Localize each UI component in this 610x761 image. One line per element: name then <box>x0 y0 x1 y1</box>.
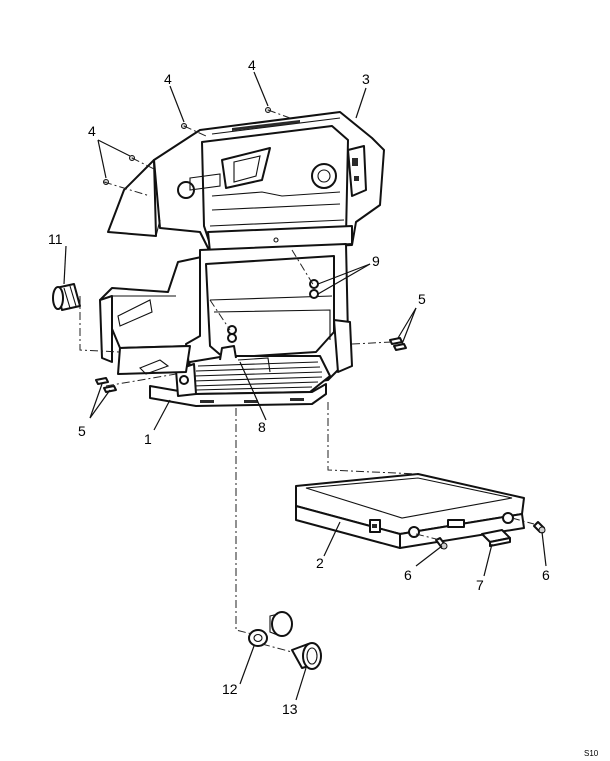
rivets-part-5-right <box>389 337 407 351</box>
callout-6a: 6 <box>404 567 412 583</box>
callout-13: 13 <box>282 701 298 717</box>
connector-part-7 <box>481 529 511 547</box>
handle-part-8 <box>219 345 237 361</box>
rivets-part-5-left <box>95 377 117 393</box>
callout-8: 8 <box>258 419 266 435</box>
callout-7: 7 <box>476 577 484 593</box>
callout-11: 11 <box>48 231 63 247</box>
callout-4c: 4 <box>88 123 96 139</box>
callout-1: 1 <box>144 431 152 447</box>
callout-9: 9 <box>372 253 380 269</box>
leader-lines <box>63 71 547 701</box>
callout-5a: 5 <box>418 291 426 307</box>
grommet-part-12 <box>248 611 293 647</box>
callout-12: 12 <box>222 681 238 697</box>
fastener-9-left-icon <box>227 325 237 335</box>
callout-5b: 5 <box>78 423 86 439</box>
plug-part-11 <box>52 283 81 311</box>
floor-grille <box>192 361 323 391</box>
bottom-plate-part-2 <box>295 473 525 549</box>
right-boss-icon <box>311 163 337 189</box>
callout-4b: 4 <box>248 57 256 73</box>
callout-4a: 4 <box>164 71 172 87</box>
screw-part-6b <box>533 521 546 534</box>
upper-hood <box>107 111 385 253</box>
callouts: 4 4 4 3 11 9 5 5 1 8 2 6 6 7 12 13 <box>48 57 550 717</box>
lower-enclosure <box>99 243 353 407</box>
callout-3: 3 <box>362 71 370 87</box>
figure-reference: S10 <box>584 749 599 758</box>
callout-6b: 6 <box>542 567 550 583</box>
assembly-lines <box>79 109 535 653</box>
knob-part-13 <box>291 642 322 670</box>
callout-2: 2 <box>316 555 324 571</box>
